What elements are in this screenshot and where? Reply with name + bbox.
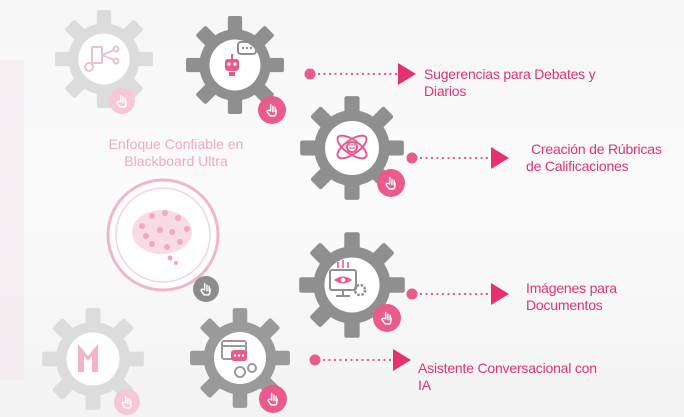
gear-logo-faded [42,308,144,415]
gear-debates [186,16,416,124]
feature-label-imagenes-line1: Imágenes para [526,280,617,296]
feature-label-rubricas-line2: de Calificaciones [526,158,629,174]
feature-label-rubricas: Creación de Rúbricas de Calificaciones [526,141,662,175]
browser-chat-icon [221,340,257,378]
data-network-icon [84,45,120,72]
monitor-eye-gear-icon [329,260,367,297]
center-title-line1: Enfoque Confiable en [108,136,244,152]
atom-list-icon [336,134,368,160]
brain-network-icon [132,210,192,265]
badge-faded [109,88,135,114]
feature-label-debates-line1: Sugerencias para Debates y [424,66,596,82]
connector-imagenes [406,283,509,305]
feature-label-debates: Sugerencias para Debates y Diarios [424,66,596,100]
left-edge-band [0,60,24,380]
badge-imagenes [373,304,401,332]
badge-brain [193,276,219,302]
center-title-line2: Blackboard Ultra [124,153,228,169]
feature-label-debates-line2: Diarios [424,83,467,99]
connector-asistente [309,349,411,371]
feature-label-imagenes: Imágenes para Documentos [526,280,617,314]
connector-debates [304,63,416,85]
robot-chat-icon [225,41,257,76]
gear-rubricas [300,96,509,200]
center-title: Enfoque Confiable en Blackboard Ultra [91,136,261,170]
badge-asistente [259,385,287,413]
connector-rubricas [406,147,509,169]
gear-asistente [190,308,411,413]
badge-rubricas [377,169,405,197]
gear-imagenes [299,232,509,338]
feature-label-rubricas-line1: Creación de Rúbricas [531,141,662,157]
feature-label-asistente-line2: IA [418,377,431,393]
badge-debates [258,96,286,124]
feature-label-asistente-line1: Asistente Conversacional con [418,360,597,376]
gear-data-faded [55,10,153,114]
badge-logo-faded [114,389,140,415]
brain-hub [106,178,220,302]
feature-label-asistente: Asistente Conversacional con IA [418,360,597,394]
logo-m-icon [78,344,98,372]
feature-label-imagenes-line2: Documentos [526,297,603,313]
